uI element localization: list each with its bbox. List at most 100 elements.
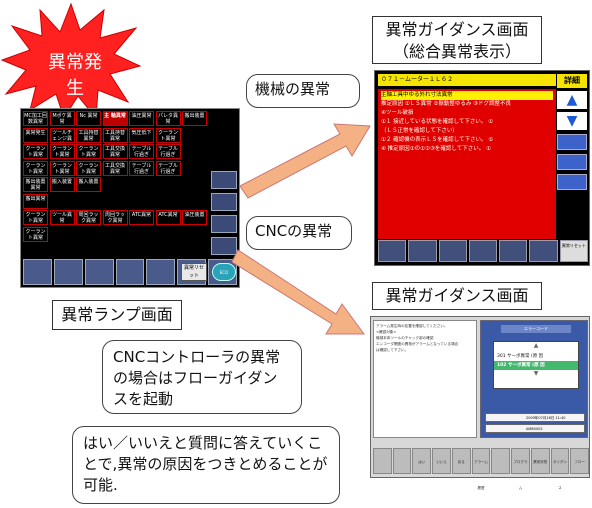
alarm-lamp	[76, 193, 101, 209]
function-key[interactable]	[53, 259, 83, 285]
flow-text-line: 機械本体ツールのチャック部の確認	[376, 336, 434, 340]
guide-line: ④ツール破損	[381, 110, 414, 116]
side-button[interactable]	[211, 215, 237, 233]
alarm-lamp	[155, 177, 181, 192]
alarm-lamp	[182, 226, 207, 242]
guide-title-bar: ０７１－ムーター１Ｌ６２	[378, 74, 556, 86]
guide-line: 推定原因 ①ＬＳ異常 ②振動整ゆるみ ③ドグ調整不良	[381, 101, 512, 107]
side-button[interactable]	[211, 171, 237, 189]
alarm-history-button[interactable]: アラーム履歴	[471, 448, 491, 490]
guide-body: 主軸工具中ゆる外れ寸法異常 推定原因 ①ＬＳ異常 ②振動整ゆるみ ③ドグ調整不良…	[378, 89, 556, 239]
flow-list-header: エラーコード	[501, 325, 571, 333]
side-button[interactable]	[211, 237, 237, 255]
function-key[interactable]	[378, 240, 407, 262]
alarm-lamp: 油圧異常	[129, 111, 154, 126]
alarm-lamp	[155, 226, 181, 242]
function-key[interactable]	[438, 240, 467, 262]
alarm-lamp: ATC異常	[155, 210, 181, 225]
guide-line: ④ 推定原因①の①②③を確認して下さい。 ①	[381, 146, 491, 152]
list-down-icon[interactable]: ▼	[533, 370, 539, 377]
side-button[interactable]	[557, 174, 587, 190]
flow-info-date: 2009年07月16日 11:40	[485, 413, 585, 422]
alarm-lamp	[129, 226, 154, 242]
guide-reset-button[interactable]: 異常リセット	[559, 240, 588, 262]
alarm-lamp: 気圧低下	[129, 127, 154, 143]
alarm-lamp: 異常発生	[23, 127, 48, 143]
yes-button[interactable]: はい	[412, 448, 432, 474]
alarm-row[interactable]: 301 サーボ異常 (原 因	[497, 354, 544, 359]
alarm-lamp: 工具交換異常	[102, 144, 128, 159]
flow-button[interactable]	[373, 448, 392, 474]
alarm-lamp: 周回ラック異常	[76, 210, 101, 225]
alarm-lamp: Mポケ異常	[49, 111, 75, 126]
function-key[interactable]	[23, 259, 52, 285]
alarm-state-button[interactable]: 異常状態	[530, 448, 550, 474]
flow-text-panel: アラーム発生時の処置を確認してください。 <確認対象> 機械本体ツールのチャック…	[373, 320, 477, 438]
guide-caption-line2: （総合異常表示）	[392, 41, 521, 61]
alarm-lamp: テーブル行過ぎ	[129, 144, 154, 159]
alarm-lamp: クーラント異常	[23, 160, 48, 176]
alarm-lamp: Nc 異常	[76, 111, 101, 126]
function-key[interactable]	[468, 240, 498, 262]
alarm-lamp: 油圧装置	[182, 210, 207, 225]
guide-screen-caption: 異常ガイダンス画面 （総合異常表示）	[372, 16, 542, 64]
side-button[interactable]	[557, 134, 587, 150]
alarm-lamp: クーラント異常	[49, 144, 75, 159]
function-key[interactable]	[115, 259, 145, 285]
list-up-icon[interactable]: ▲	[533, 342, 539, 349]
side-button[interactable]	[211, 193, 237, 211]
alarm-lamp	[76, 226, 101, 242]
flow-button[interactable]	[392, 448, 412, 474]
side-button[interactable]	[557, 154, 587, 170]
alarm-lamp: クーラント異常	[23, 144, 48, 159]
alarm-lamp: 工具持替異常	[76, 127, 101, 143]
alarm-lamp: ツール異常	[49, 210, 75, 225]
function-key[interactable]	[499, 240, 528, 262]
flow-alarm-panel: エラーコード ▲ 301 サーボ異常 (原 因 102 サーボ異常 (原 因 ▼…	[480, 320, 588, 438]
flow-mode-button[interactable]: フロー	[570, 448, 590, 474]
alarm-lamp: 搬出装置	[182, 111, 207, 126]
guide-line: ①１ 接近している状態を確認して下さい。 ①	[381, 119, 494, 125]
function-key[interactable]	[84, 259, 114, 285]
guide-side-head: 詳細	[557, 74, 587, 88]
program-button[interactable]: プログラム	[511, 448, 530, 490]
alarm-lamp: 搬入装置	[76, 177, 101, 192]
function-key[interactable]	[146, 259, 176, 285]
function-key[interactable]	[529, 240, 558, 262]
eco-button[interactable]: ECO	[212, 263, 236, 281]
alarm-lamp: クーラント異常	[76, 144, 101, 159]
alarm-row-selected[interactable]: 102 サーボ異常 (原 因	[494, 361, 578, 370]
burst-label: 異常発生	[48, 52, 102, 99]
alarm-lamp: 周回ラック異常	[102, 210, 128, 225]
guide-line: （ＬＳ正常を確認して下さい）	[381, 128, 458, 134]
scroll-up-icon[interactable]: ▲	[557, 91, 587, 109]
scroll-down-icon[interactable]: ▼	[557, 112, 587, 130]
flow-text-line: アラーム発生時の処置を確認してください。	[376, 324, 448, 328]
cnc-flow-callout: CNCコントローラの異常の場合はフローガイダンスを起動	[102, 340, 302, 414]
flow-info: 2009年07月16日 11:40 AM80002	[485, 413, 585, 435]
alarm-lamp	[129, 193, 154, 209]
alarm-lamp	[49, 193, 75, 209]
alarm-lamp	[182, 160, 207, 176]
flow-text-line: エンコーダ関連の異常がアラームとなっている場合	[376, 342, 459, 346]
alarm-lamp	[129, 177, 154, 192]
alarm-lamp: 搬入装置	[49, 177, 75, 192]
flow-info-code: AM80002	[485, 424, 585, 433]
alarm-lamp: パレタ異常	[155, 111, 181, 126]
guide-bottom-bar: 異常リセット	[378, 240, 588, 262]
no-button[interactable]: いいえ	[432, 448, 451, 474]
back-button[interactable]: 戻る	[451, 448, 471, 474]
alarm-lamp: 搬出異常	[23, 193, 48, 209]
alarm-lamp	[49, 226, 75, 242]
guide-line: 主軸工具中ゆる外れ寸法異常	[381, 91, 553, 100]
yes-no-callout-text: はい／いいえと質問に答えていくことで,異常の原因をつきとめることが可能.	[83, 434, 328, 494]
machine-label-bubble: 機械の異常	[246, 74, 360, 108]
guidance-button[interactable]: ガイダンス	[550, 448, 570, 490]
flow-button[interactable]	[491, 448, 511, 474]
alarm-reset-button[interactable]: 異常リセット	[181, 263, 207, 281]
cnc-label-bubble: CNCの異常	[246, 216, 352, 250]
alarm-lamp	[102, 177, 128, 192]
flow-alarm-list: ▲ 301 サーボ異常 (原 因 102 サーボ異常 (原 因 ▼	[493, 341, 579, 389]
function-key[interactable]	[408, 240, 437, 262]
